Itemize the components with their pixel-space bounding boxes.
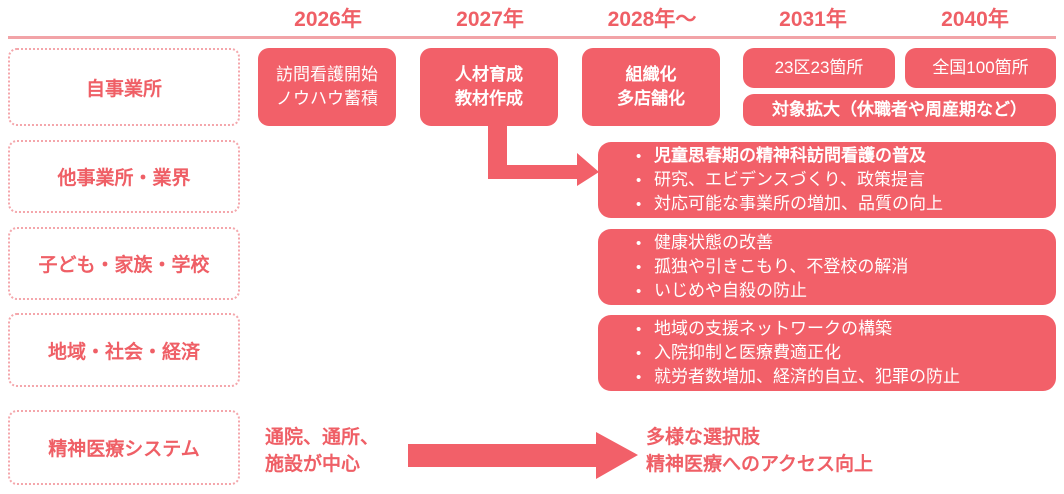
system-current-line: 通院、通所、 (265, 427, 380, 448)
milestone-box-2027: 人材育成 教材作成 (420, 48, 558, 126)
list-item: • 対応可能な事業所の増加、品質の向上 (612, 192, 1042, 216)
system-current-line: 施設が中心 (265, 454, 361, 475)
list-item: • いじめや自殺の防止 (612, 279, 1042, 303)
outcomes-box-community: • 地域の支援ネットワークの構築 • 入院抑制と医療費適正化 • 就労者数増加、… (598, 315, 1056, 391)
bullet-icon: • (636, 345, 642, 362)
list-item-text: 研究、エビデンスづくり、政策提言 (654, 170, 925, 189)
outcomes-box-industry: • 児童思春期の精神科訪問看護の普及 • 研究、エビデンスづくり、政策提言 • … (598, 142, 1056, 218)
list-item: • 児童思春期の精神科訪問看護の普及 (612, 144, 1042, 168)
system-future-line: 多様な選択肢 (646, 427, 761, 448)
elbow-arrow-icon (482, 124, 600, 186)
milestone-line: 人材育成 (455, 65, 523, 84)
row-label-own-office: 自事業所 (8, 48, 240, 126)
row-label-other-offices: 他事業所・業界 (8, 140, 240, 213)
year-header-2040: 2040年 (941, 8, 1009, 31)
milestone-line: 組織化 (625, 65, 677, 84)
bullet-icon: • (636, 235, 642, 252)
milestone-box-2031: 23区23箇所 (743, 48, 895, 88)
bullet-icon: • (636, 196, 642, 213)
list-item: • 研究、エビデンスづくり、政策提言 (612, 168, 1042, 192)
milestone-line: 教材作成 (455, 89, 523, 108)
milestone-line: 多店舗化 (617, 89, 685, 108)
bullet-icon: • (636, 148, 642, 165)
row-label-text: 自事業所 (85, 78, 162, 100)
list-item-text: いじめや自殺の防止 (654, 281, 807, 300)
row-label-mental-health-system: 精神医療システム (8, 410, 240, 485)
row-label-text: 地域・社会・経済 (47, 341, 200, 363)
transformation-arrow-icon (408, 432, 638, 480)
milestone-box-2040: 全国100箇所 (905, 48, 1056, 88)
row-label-text: 精神医療システム (48, 439, 200, 460)
milestone-box-2028: 組織化 多店舗化 (582, 48, 720, 126)
list-item-text: 孤独や引きこもり、不登校の解消 (654, 257, 909, 276)
year-header-2027: 2027年 (456, 8, 524, 31)
row-label-children-family-school: 子ども・家族・学校 (8, 227, 240, 300)
milestone-line: 23区23箇所 (774, 58, 864, 77)
bullet-icon: • (636, 172, 642, 189)
bullet-icon: • (636, 369, 642, 386)
list-item-text: 児童思春期の精神科訪問看護の普及 (654, 146, 926, 165)
system-current-state-text: 通院、通所、 施設が中心 (265, 424, 379, 478)
bullet-icon: • (636, 283, 642, 300)
row-label-text: 子ども・家族・学校 (38, 255, 210, 276)
list-item: • 健康状態の改善 (612, 231, 1042, 255)
list-item: • 地域の支援ネットワークの構築 (612, 317, 1042, 341)
timeline-divider (8, 36, 1056, 39)
milestone-line: 全国100箇所 (932, 58, 1029, 77)
year-header-2031: 2031年 (779, 8, 847, 31)
system-future-state-text: 多様な選択肢 精神医療へのアクセス向上 (646, 424, 873, 478)
year-header-2026: 2026年 (294, 8, 362, 31)
system-future-line: 精神医療へのアクセス向上 (646, 454, 874, 475)
list-item: • 就労者数増加、経済的自立、犯罪の防止 (612, 365, 1042, 389)
list-item: • 孤独や引きこもり、不登校の解消 (612, 255, 1042, 279)
bullet-icon: • (636, 321, 642, 338)
list-item-text: 健康状態の改善 (654, 233, 773, 252)
list-item: • 入院抑制と医療費適正化 (612, 341, 1042, 365)
outcomes-box-children: • 健康状態の改善 • 孤独や引きこもり、不登校の解消 • いじめや自殺の防止 (598, 229, 1056, 305)
list-item-text: 入院抑制と医療費適正化 (654, 343, 841, 362)
list-item-text: 就労者数増加、経済的自立、犯罪の防止 (654, 367, 960, 386)
milestone-line: ノウハウ蓄積 (276, 89, 378, 108)
milestone-line: 対象拡大（休職者や周産期など） (772, 100, 1027, 119)
row-label-text: 他事業所・業界 (57, 168, 191, 189)
milestone-line: 訪問看護開始 (276, 65, 378, 84)
year-header-2028: 2028年〜 (607, 8, 697, 31)
list-item-text: 地域の支援ネットワークの構築 (654, 319, 892, 338)
milestone-box-2026: 訪問看護開始 ノウハウ蓄積 (258, 48, 396, 126)
bullet-icon: • (636, 259, 642, 276)
milestone-box-target-expansion: 対象拡大（休職者や周産期など） (743, 94, 1056, 126)
list-item-text: 対応可能な事業所の増加、品質の向上 (654, 194, 943, 213)
row-label-community-society-economy: 地域・社会・経済 (8, 313, 240, 387)
